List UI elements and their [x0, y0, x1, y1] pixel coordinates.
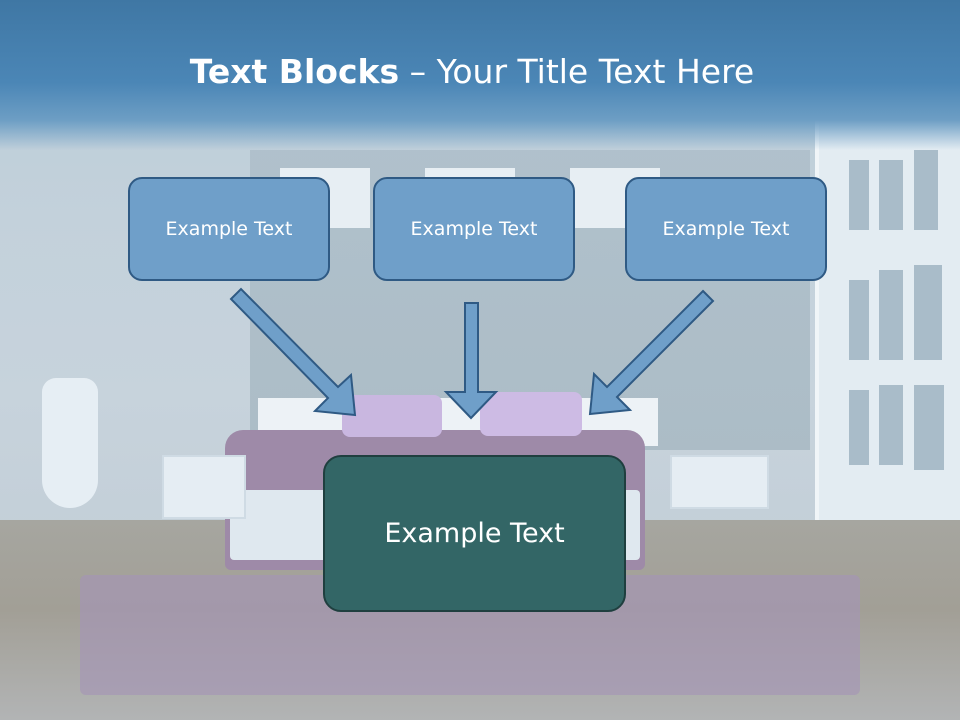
arrow-right[interactable] [588, 289, 715, 416]
text-box-main[interactable]: Example Text [323, 455, 626, 612]
text-box-main-label: Example Text [384, 518, 565, 549]
slide-title[interactable]: Text Blocks – Your Title Text Here [0, 52, 944, 91]
title-rest-text: Your Title Text Here [436, 52, 755, 91]
text-box-right-label: Example Text [662, 218, 790, 240]
text-box-center[interactable]: Example Text [373, 177, 575, 281]
text-box-center-label: Example Text [410, 218, 538, 240]
title-dash: – [399, 52, 437, 91]
title-bold-text: Text Blocks [189, 52, 400, 91]
arrow-center[interactable] [443, 302, 499, 420]
text-box-left-label: Example Text [165, 218, 293, 240]
text-box-right[interactable]: Example Text [625, 177, 827, 281]
title-band [0, 0, 960, 150]
text-box-left[interactable]: Example Text [128, 177, 330, 281]
arrow-left[interactable] [229, 287, 357, 417]
